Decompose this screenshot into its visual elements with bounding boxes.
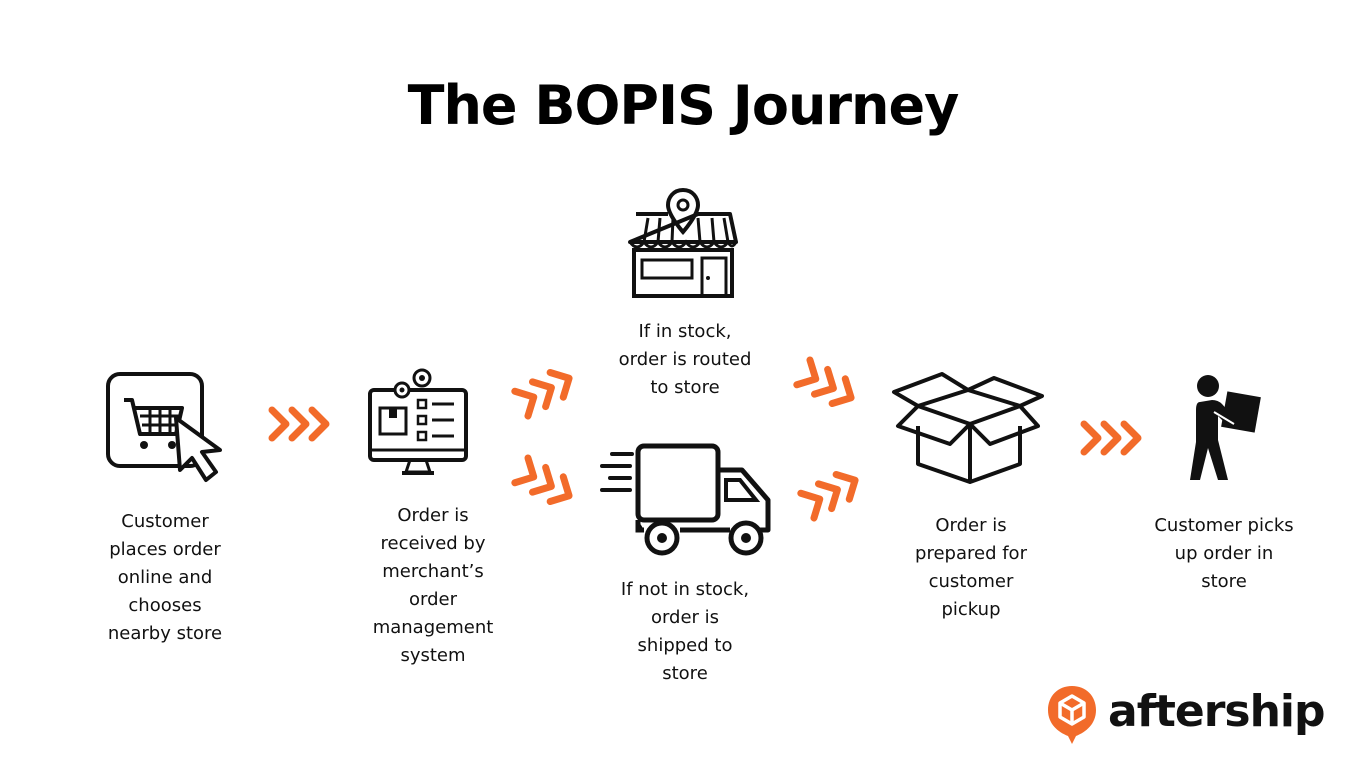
- delivery-truck-icon: [600, 443, 771, 556]
- order-management-monitor-icon: [368, 368, 468, 475]
- shopping-cart-cursor-icon: [106, 372, 222, 482]
- arrow-chevrons-icon: [1080, 420, 1142, 456]
- arrow-chevrons-icon: [268, 406, 330, 442]
- arrow-chevrons-down-icon: [511, 454, 573, 506]
- arrow-chevrons-up-icon: [797, 470, 859, 522]
- arrow-chevrons-down-icon: [793, 356, 855, 408]
- step-2-caption: Order is received by merchant’s order ma…: [372, 505, 494, 666]
- step-3-caption: If in stock, order is routed to store: [618, 321, 752, 398]
- brand-name: aftership: [1108, 686, 1325, 737]
- open-box-icon: [892, 372, 1044, 484]
- aftership-logo-icon: [1048, 686, 1096, 744]
- arrow-chevrons-up-icon: [511, 368, 573, 420]
- page-title: The BOPIS Journey: [407, 74, 960, 137]
- step-4-caption: If not in stock, order is shipped to sto…: [620, 579, 750, 684]
- step-6-caption: Customer picks up order in store: [1154, 515, 1294, 592]
- store-location-icon: [628, 187, 738, 298]
- aftership-logo: aftership: [1046, 682, 1346, 746]
- person-carrying-box-icon: [1190, 375, 1261, 480]
- step-1-caption: Customer places order online and chooses…: [107, 511, 223, 644]
- step-5-caption: Order is prepared for customer pickup: [915, 515, 1027, 620]
